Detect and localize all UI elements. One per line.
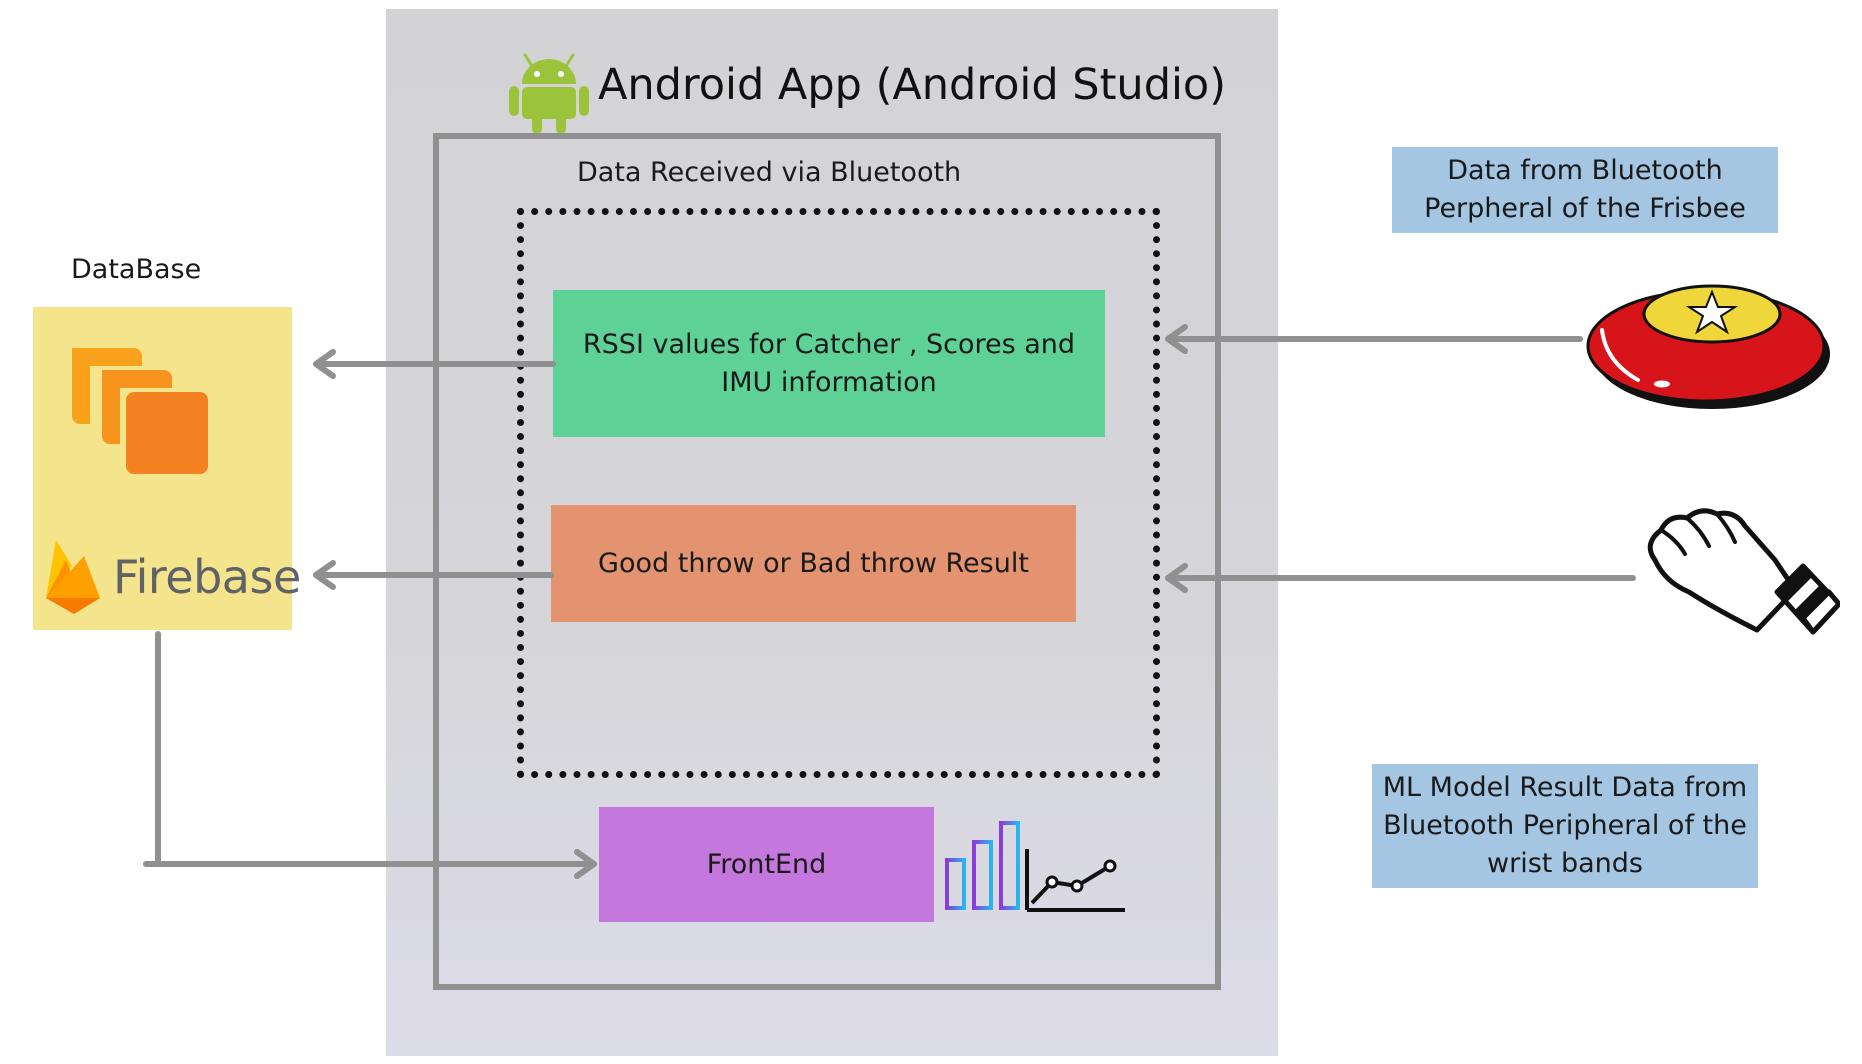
- firebase-wordmark: Firebase: [113, 550, 301, 604]
- firebase-stack-icon: [72, 348, 208, 474]
- frontend-box: FrontEnd: [599, 807, 934, 922]
- rssi-box: RSSI values for Catcher , Scores and IMU…: [553, 290, 1105, 437]
- bluetooth-data-frame: [517, 208, 1160, 778]
- android-icon: [509, 53, 589, 134]
- throw-result-box: Good throw or Bad throw Result: [551, 505, 1076, 622]
- rssi-box-label: RSSI values for Catcher , Scores and IMU…: [582, 328, 1076, 398]
- throw-result-label: Good throw or Bad throw Result: [598, 547, 1029, 579]
- firebase-to-frontend-line: [155, 631, 597, 867]
- chart-icon: [939, 821, 1125, 912]
- frisbee-note-text: Data from Bluetooth Perpheral of the Fri…: [1424, 155, 1746, 224]
- database-label: DataBase: [71, 254, 202, 285]
- wristband-data-note: ML Model Result Data from Bluetooth Peri…: [1372, 764, 1758, 888]
- frisbee-icon: [1586, 284, 1830, 409]
- wristband-hand-icon: [1647, 508, 1840, 635]
- frontend-label: FrontEnd: [706, 848, 827, 880]
- app-inner-frame: [433, 133, 1221, 990]
- firebase-flame-icon: [46, 540, 100, 614]
- received-label: Data Received via Bluetooth: [577, 157, 962, 188]
- frisbee-data-note: Data from Bluetooth Perpheral of the Fri…: [1392, 147, 1778, 233]
- wrist-note-text: ML Model Result Data from Bluetooth Peri…: [1382, 772, 1748, 879]
- app-title: Android App (Android Studio): [598, 60, 1227, 110]
